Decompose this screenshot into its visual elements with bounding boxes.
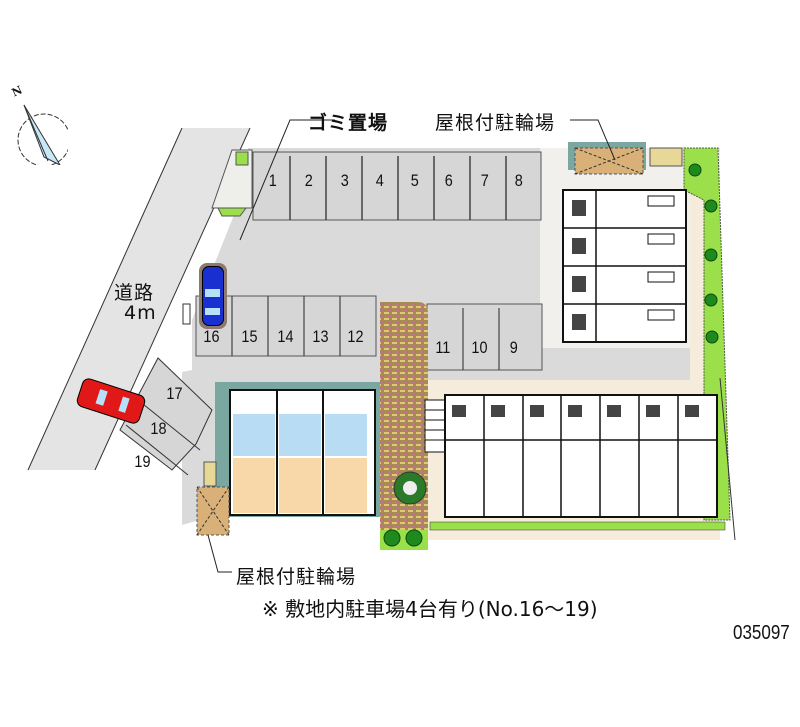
parking-spot-17: 17 bbox=[166, 384, 183, 403]
road-name-label: 道路 bbox=[114, 282, 155, 304]
parking-note: ※ 敷地内駐車場4台有り(No.16～19) bbox=[262, 597, 598, 621]
parking-spot-11: 11 bbox=[435, 338, 451, 357]
car-blue-icon bbox=[199, 263, 227, 329]
parking-spot-12: 12 bbox=[347, 327, 364, 346]
road-width-label: 4m bbox=[124, 302, 157, 324]
parking-spot-13: 13 bbox=[312, 327, 329, 346]
parking-spot-7: 7 bbox=[480, 171, 489, 190]
parking-spot-6: 6 bbox=[444, 171, 453, 190]
parking-spot-14: 14 bbox=[277, 327, 294, 346]
parking-spot-8: 8 bbox=[514, 171, 523, 190]
compass: N bbox=[8, 83, 68, 165]
parking-spot-10: 10 bbox=[471, 338, 488, 357]
parking-spot-9: 9 bbox=[509, 338, 518, 357]
bike-parking-top-label: 屋根付駐輪場 bbox=[435, 112, 556, 134]
bike-parking-bottom-label: 屋根付駐輪場 bbox=[236, 566, 357, 588]
parking-spot-15: 15 bbox=[241, 327, 258, 346]
garbage-area-label: ゴミ置場 bbox=[308, 112, 389, 134]
parking-spot-16: 16 bbox=[203, 327, 220, 346]
parking-spot-4: 4 bbox=[375, 171, 384, 190]
property-code: 035097 bbox=[733, 622, 790, 644]
north-arrow-icon bbox=[17, 104, 68, 165]
parking-spot-2: 2 bbox=[304, 171, 313, 190]
parking-spot-5: 5 bbox=[410, 171, 419, 190]
parking-spot-18: 18 bbox=[150, 419, 167, 438]
parking-spot-19: 19 bbox=[134, 452, 151, 471]
parking-spot-1: 1 bbox=[268, 171, 277, 190]
parking-spot-3: 3 bbox=[340, 171, 349, 190]
